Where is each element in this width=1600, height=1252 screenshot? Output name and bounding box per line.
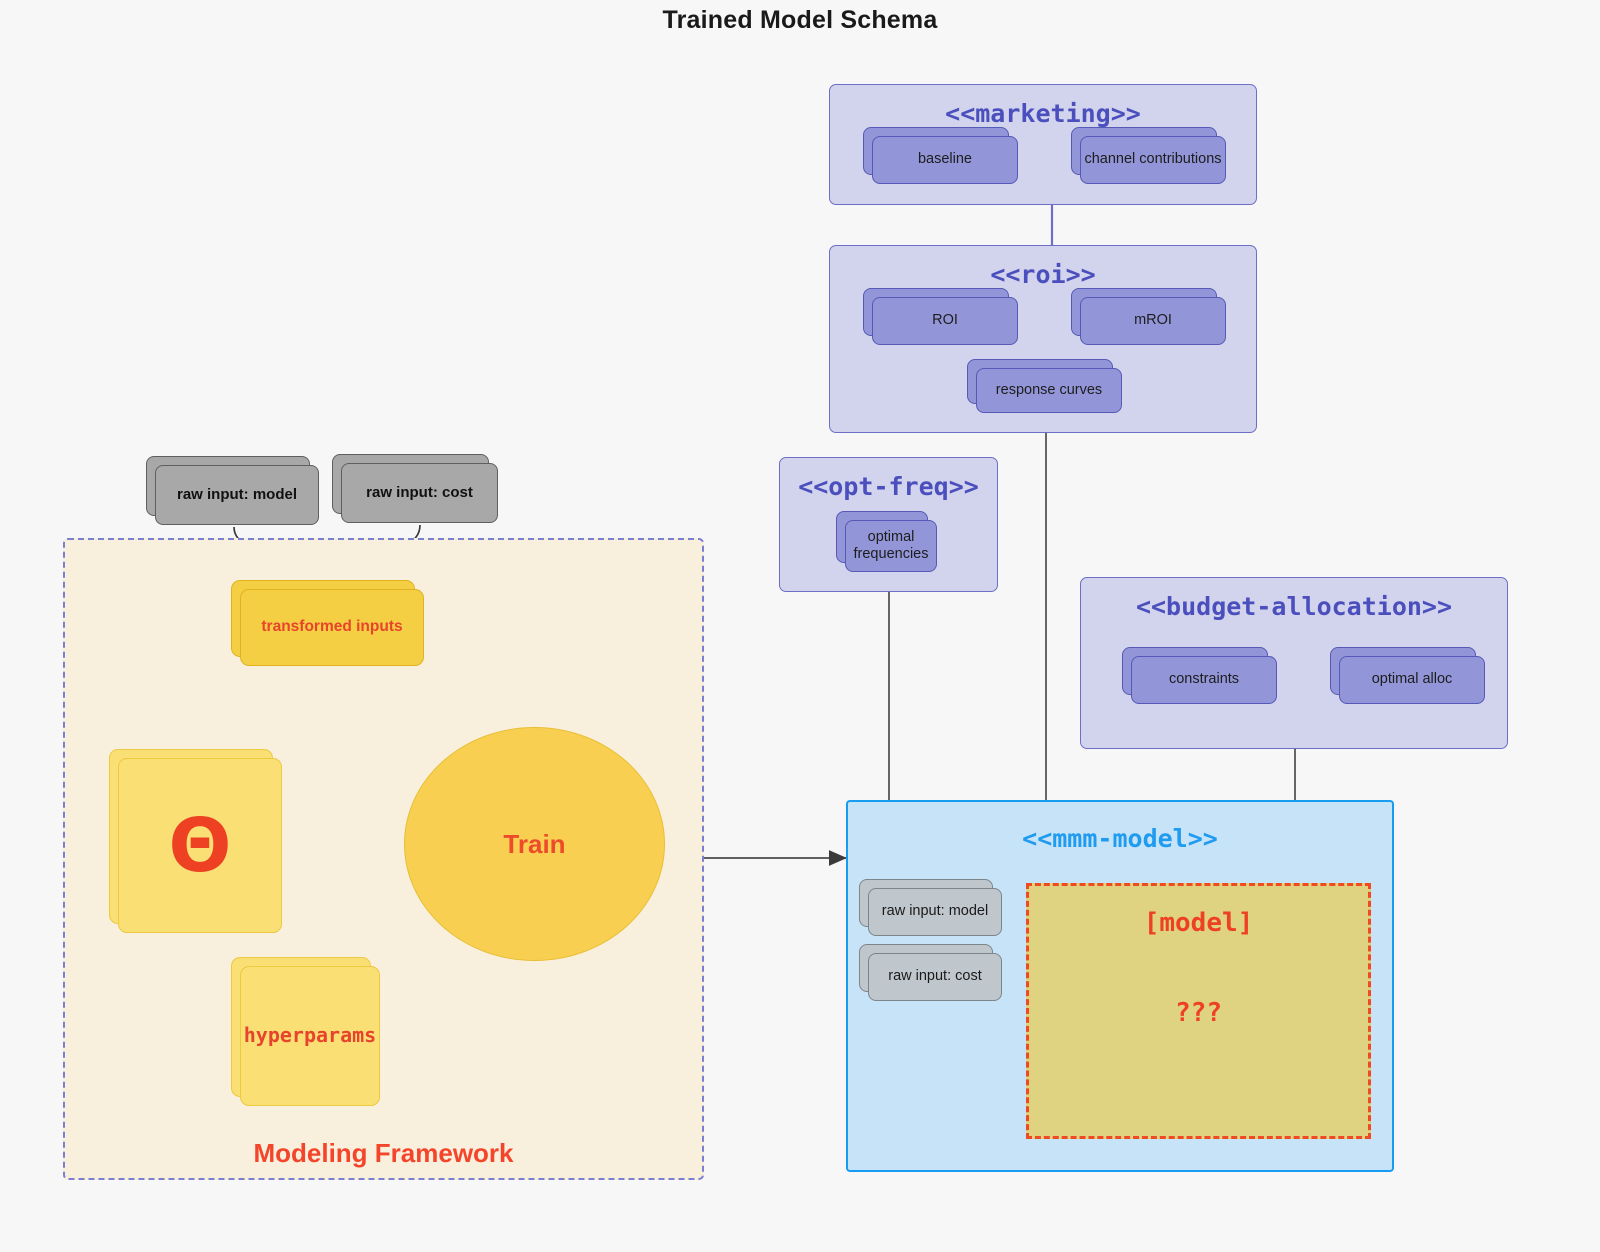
model-placeholder-question: ???: [1175, 998, 1222, 1028]
theta-icon: Θ: [168, 802, 232, 889]
node-raw-input-model[interactable]: raw input: model: [146, 456, 319, 525]
node-optimal-alloc-label: optimal alloc: [1339, 656, 1485, 704]
node-constraints-label: constraints: [1131, 656, 1277, 704]
node-mmm-raw-input-model[interactable]: raw input: model: [859, 879, 1002, 936]
package-opt-freq-title: <<opt-freq>>: [798, 472, 979, 501]
node-mmm-raw-input-cost-label: raw input: cost: [868, 953, 1002, 1001]
node-theta-symbol: Θ: [118, 758, 282, 933]
node-mmm-raw-input-cost[interactable]: raw input: cost: [859, 944, 1002, 1001]
node-transformed-inputs[interactable]: transformed inputs: [231, 580, 424, 666]
node-optimal-frequencies[interactable]: optimal frequencies: [836, 511, 937, 572]
node-response-curves[interactable]: response curves: [967, 359, 1122, 413]
node-baseline-label: baseline: [872, 136, 1018, 184]
node-optimal-frequencies-line2: frequencies: [853, 546, 929, 562]
node-baseline[interactable]: baseline: [863, 127, 1018, 184]
node-raw-input-cost-label: raw input: cost: [341, 463, 498, 523]
node-transformed-inputs-label: transformed inputs: [240, 589, 424, 666]
package-mmm-model-title: <<mmm-model>>: [1022, 824, 1218, 853]
node-optimal-alloc[interactable]: optimal alloc: [1330, 647, 1485, 704]
page-title: Trained Model Schema: [662, 6, 938, 34]
node-train-label: Train: [503, 828, 566, 859]
node-channel-contributions-label: channel contributions: [1080, 136, 1226, 184]
node-constraints[interactable]: constraints: [1122, 647, 1277, 704]
node-hyperparams-label: hyperparams: [240, 966, 380, 1106]
node-response-curves-label: response curves: [976, 368, 1122, 413]
package-marketing-title: <<marketing>>: [945, 99, 1141, 128]
modeling-framework-label: Modeling Framework: [253, 1138, 514, 1168]
model-placeholder-title: [model]: [1143, 908, 1254, 938]
node-train[interactable]: Train: [404, 727, 665, 961]
model-placeholder[interactable]: [model] ???: [1026, 883, 1371, 1139]
node-mroi-label: mROI: [1080, 297, 1226, 345]
node-channel-contributions[interactable]: channel contributions: [1071, 127, 1226, 184]
node-raw-input-model-label: raw input: model: [155, 465, 319, 525]
package-roi-title: <<roi>>: [990, 260, 1096, 289]
node-optimal-frequencies-line1: optimal: [867, 528, 915, 545]
package-budget-allocation-title: <<budget-allocation>>: [1135, 592, 1453, 621]
node-theta[interactable]: Θ: [109, 749, 282, 933]
node-roi[interactable]: ROI: [863, 288, 1018, 345]
node-mroi[interactable]: mROI: [1071, 288, 1226, 345]
node-mmm-raw-input-model-label: raw input: model: [868, 888, 1002, 936]
node-optimal-frequencies-label: optimal frequencies: [845, 520, 937, 572]
node-raw-input-cost[interactable]: raw input: cost: [332, 454, 498, 523]
node-hyperparams[interactable]: hyperparams: [231, 957, 380, 1106]
node-roi-label: ROI: [872, 297, 1018, 345]
